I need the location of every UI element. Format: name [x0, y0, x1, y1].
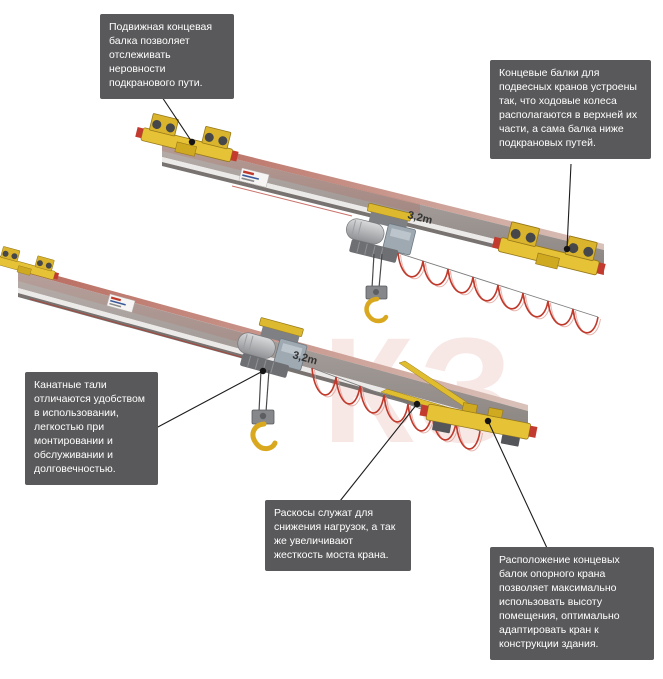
callout-rope-hoists: Канатные тали отличаются удобством в исп… — [25, 372, 158, 485]
callout-suspended-end-beams: Концевые балки для подвесных кранов устр… — [490, 60, 651, 159]
callout-movable-end-beam: Подвижная концевая балка позволяет отсле… — [100, 14, 234, 99]
power-cable — [29, 298, 249, 360]
upper-crane: 3,2m — [133, 110, 611, 336]
callout-support-end-beams: Расположение концевых балок опорного кра… — [490, 547, 654, 660]
lower-hook-block — [250, 369, 278, 452]
callout-text: Раскосы служат для снижения нагрузок, а … — [274, 507, 396, 561]
upper-capacity-label: 3,2m — [406, 209, 433, 227]
callout-text: Концевые балки для подвесных кранов устр… — [499, 67, 638, 149]
callout-lines — [155, 93, 572, 549]
callout-diagonal-braces: Раскосы служат для снижения нагрузок, а … — [265, 500, 411, 571]
lower-crane: 3,2m — [0, 243, 540, 452]
callout-dot-movable-end-beam — [188, 138, 196, 146]
callout-dot-rope-hoists — [259, 367, 267, 375]
upper-hook-block — [364, 253, 389, 324]
callout-dot-diagonal-braces — [413, 400, 421, 408]
callout-line-rope-hoists — [155, 370, 264, 429]
callout-line-support-end-beams — [487, 420, 548, 549]
manufacturer-sticker — [106, 293, 136, 313]
callout-line-suspended-end-beams — [566, 163, 572, 249]
callout-text: Подвижная концевая балка позволяет отсле… — [109, 21, 213, 89]
manufacturer-sticker — [238, 167, 270, 188]
lower-hook-icon — [250, 421, 278, 452]
callout-dots — [188, 138, 571, 425]
upper-hook-icon — [364, 296, 389, 324]
callout-dot-support-end-beams — [484, 417, 492, 425]
power-cable — [231, 185, 353, 217]
callout-dot-suspended-end-beams — [563, 245, 571, 253]
callout-line-movable-end-beam — [159, 93, 193, 143]
callout-text: Канатные тали отличаются удобством в исп… — [34, 379, 146, 475]
callout-line-diagonal-braces — [339, 403, 418, 502]
upper-festoon-cable — [397, 252, 601, 336]
callout-text: Расположение концевых балок опорного кра… — [499, 554, 620, 650]
